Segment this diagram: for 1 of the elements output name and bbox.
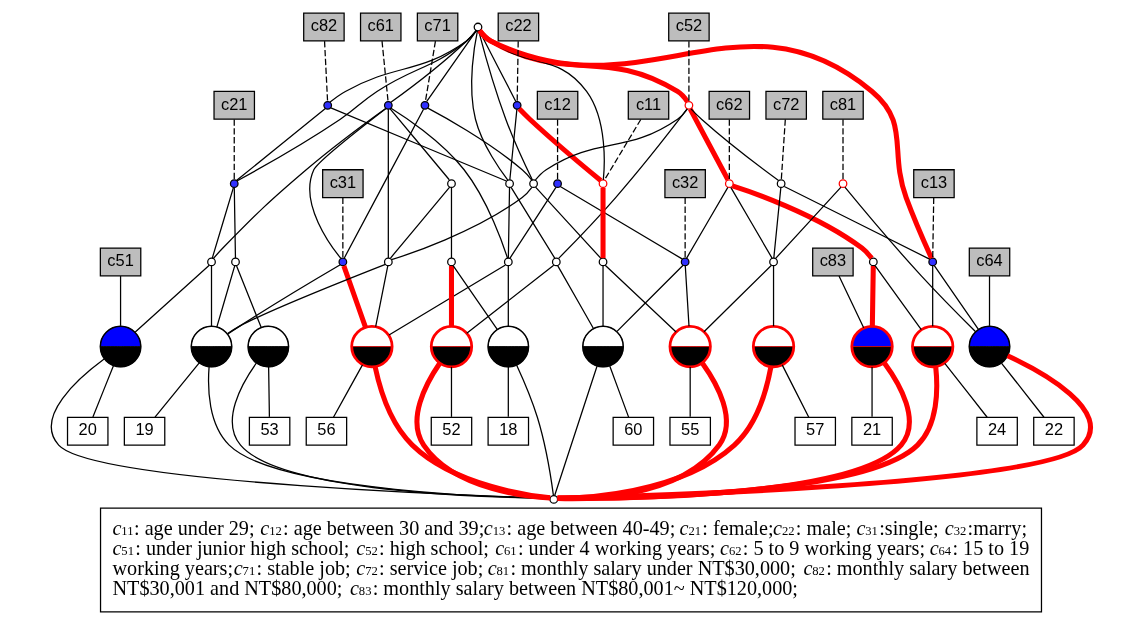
caption: c11: age under 29; c12: age between 30 and 39;c13: age between 40-49; c21: female;c22: male; c31:single; c32:marry; c51: under junior high school; c52: high school; c61: under 4 working years; c62: 5 to 9 working years; c64: 15 to 19 working years;c71: stable job; c72: service job; c81: monthly salary under NT$30,000; c82: monthly salary between NT$30,001 and NT$80,000; c83: monthly salary between NT$80,001~ NT$120,000; bbox=[112, 516, 1030, 600]
